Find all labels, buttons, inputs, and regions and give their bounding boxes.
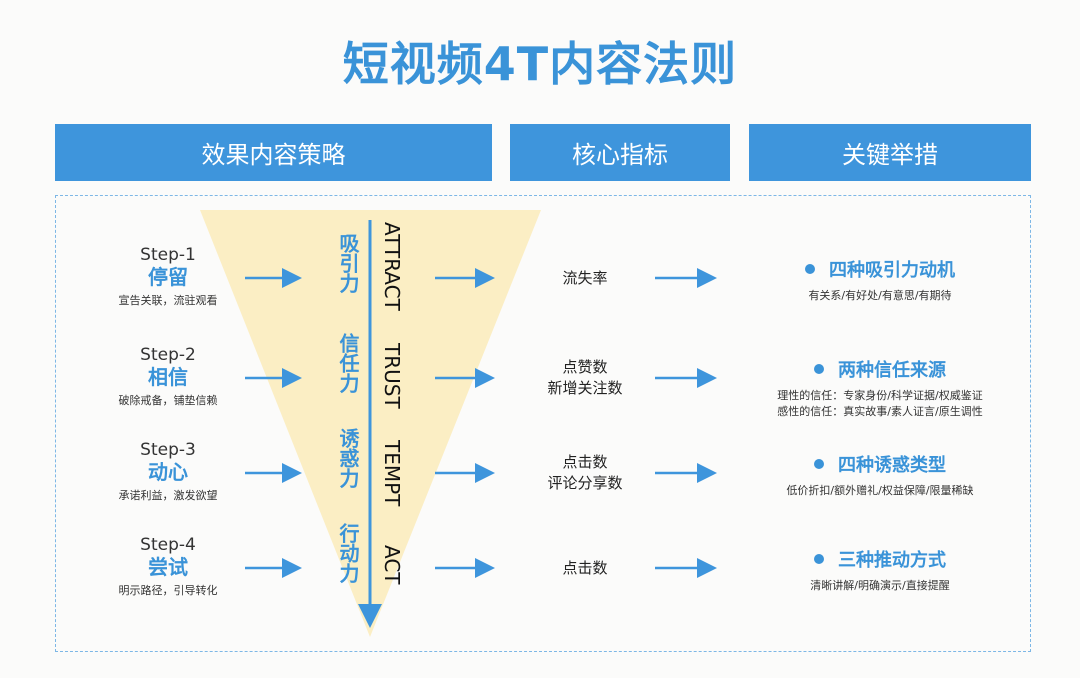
metric-line: 点赞数 xyxy=(562,358,608,376)
metric-cell: 流失率 xyxy=(525,268,645,289)
step-number: Step-3 xyxy=(140,440,196,460)
action-desc-line: 低价折扣/额外赠礼/权益保障/限量稀缺 xyxy=(786,484,974,497)
action-title: 四种吸引力动机 xyxy=(829,260,955,281)
metric-cell: 点赞数新增关注数 xyxy=(525,357,645,399)
action-desc-line: 感性的信任：真实故事/素人证言/原生调性 xyxy=(777,405,983,418)
action-desc-line: 有关系/有好处/有意思/有期待 xyxy=(808,289,952,302)
bullet-icon xyxy=(814,459,824,469)
step-name: 相信 xyxy=(148,365,188,389)
step-name: 尝试 xyxy=(148,555,188,579)
header-actions: 关键举措 xyxy=(749,124,1031,181)
step-name: 动心 xyxy=(148,460,188,484)
power-label: 吸引力 xyxy=(336,233,360,293)
step-number: Step-1 xyxy=(140,245,196,265)
4t-label: ATTRACT xyxy=(380,222,404,311)
action-block: 三种推动方式 清晰讲解/明确演示/直接提醒 xyxy=(735,546,1025,594)
content-frame xyxy=(55,195,1031,652)
action-title: 三种推动方式 xyxy=(838,550,946,571)
4t-label: ACT xyxy=(380,545,404,585)
step-block: Step-4 尝试 明示路径，引导转化 xyxy=(93,535,243,598)
bullet-icon xyxy=(814,364,824,374)
action-desc-line: 理性的信任：专家身份/科学证据/权威鉴证 xyxy=(777,389,983,402)
power-label: 信任力 xyxy=(336,333,360,393)
step-desc: 明示路径，引导转化 xyxy=(118,584,218,597)
metric-cell: 点击数评论分享数 xyxy=(525,452,645,494)
bullet-icon xyxy=(805,264,815,274)
action-block: 四种吸引力动机 有关系/有好处/有意思/有期待 xyxy=(735,256,1025,304)
action-block: 四种诱惑类型 低价折扣/额外赠礼/权益保障/限量稀缺 xyxy=(735,451,1025,499)
action-title: 两种信任来源 xyxy=(838,360,946,381)
header-strategy: 效果内容策略 xyxy=(55,124,492,181)
step-block: Step-2 相信 破除戒备，铺垫信赖 xyxy=(93,345,243,408)
action-block: 两种信任来源 理性的信任：专家身份/科学证据/权威鉴证感性的信任：真实故事/素人… xyxy=(735,356,1025,420)
header-metrics: 核心指标 xyxy=(510,124,730,181)
bullet-icon xyxy=(814,554,824,564)
4t-label: TEMPT xyxy=(380,440,404,507)
action-desc-line: 清晰讲解/明确演示/直接提醒 xyxy=(810,579,950,592)
metric-line: 点击数 xyxy=(562,558,608,577)
step-number: Step-2 xyxy=(140,345,196,365)
step-name: 停留 xyxy=(148,265,188,289)
4t-label: TRUST xyxy=(380,343,404,409)
action-title: 四种诱惑类型 xyxy=(838,455,946,476)
step-desc: 承诺利益，激发欲望 xyxy=(118,489,218,502)
step-block: Step-3 动心 承诺利益，激发欲望 xyxy=(93,440,243,503)
step-block: Step-1 停留 宣告关联，流驻观看 xyxy=(93,245,243,308)
power-label: 诱惑力 xyxy=(336,428,360,488)
metric-cell: 点击数 xyxy=(525,558,645,579)
metric-line: 流失率 xyxy=(562,268,608,287)
metric-line: 评论分享数 xyxy=(547,474,623,492)
metric-line: 新增关注数 xyxy=(547,379,623,397)
step-desc: 破除戒备，铺垫信赖 xyxy=(118,394,218,407)
step-number: Step-4 xyxy=(140,535,196,555)
metric-line: 点击数 xyxy=(562,453,608,471)
step-desc: 宣告关联，流驻观看 xyxy=(118,294,218,307)
page-title: 短视频4T内容法则 xyxy=(342,37,738,91)
power-label: 行动力 xyxy=(336,523,360,583)
